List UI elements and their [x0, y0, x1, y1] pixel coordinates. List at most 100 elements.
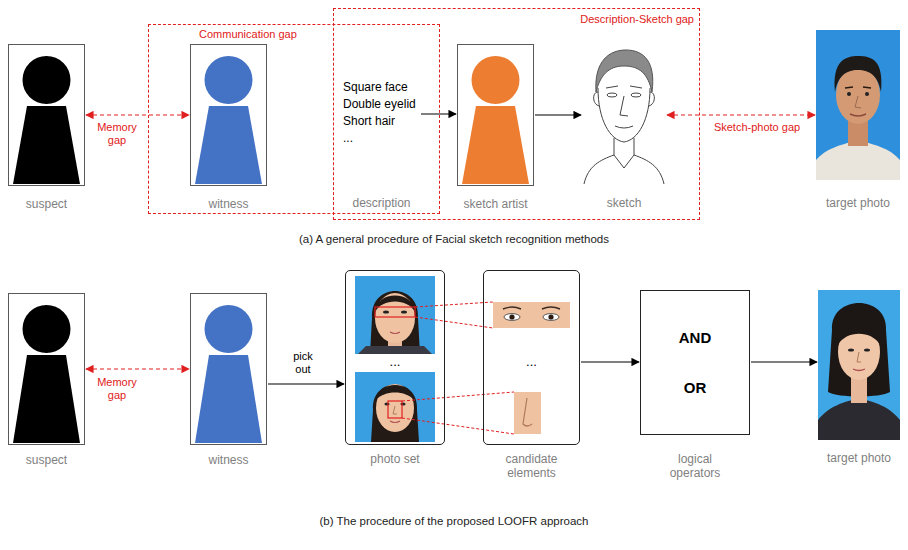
pencil-sketch-part [614, 155, 634, 168]
gap-arrow [667, 114, 815, 115]
operator-box: ANDORlogical operators [640, 290, 750, 435]
portrait-photo-part [371, 385, 419, 443]
pencil-sketch-part [598, 88, 650, 142]
photo-image: target photo [818, 290, 900, 440]
suspect-icon-part [13, 355, 80, 443]
portrait-photo-part [390, 421, 400, 423]
caption-label: description [352, 196, 410, 210]
portrait-photo [818, 290, 900, 440]
figure-box: sketch artist [457, 44, 534, 186]
suspect-icon-part [23, 305, 71, 353]
eye-crop-part [509, 314, 514, 319]
suspect-icon-part [23, 56, 71, 104]
flow-arrow [268, 383, 344, 384]
caption-label: target photo [826, 196, 890, 210]
portrait-photo [355, 372, 435, 442]
suspect-icon-part [13, 106, 80, 184]
figure-box: witness [190, 44, 267, 186]
portrait-photo-part [835, 56, 882, 92]
description-line: Short hair [343, 114, 395, 128]
caption-label: sketch [607, 196, 642, 210]
portrait-photo-part [865, 92, 869, 96]
operator-text: OR [684, 379, 707, 397]
witness-icon-part [205, 305, 253, 353]
eye-crop-part [504, 314, 520, 321]
portrait-photo-part [376, 385, 414, 400]
artist-icon [462, 56, 529, 184]
portrait-photo-part [816, 30, 900, 180]
caption-label: suspect [26, 453, 67, 467]
figure-caption: (a) A general procedure of Facial sketch… [0, 233, 908, 247]
pencil-sketch-part [584, 155, 614, 184]
portrait-photo-part [358, 346, 432, 354]
pencil-sketch-part [596, 50, 653, 92]
witness-icon-part [205, 56, 253, 104]
eye-crop-part [503, 307, 560, 309]
portrait-photo-part [375, 293, 415, 343]
flow-arrow [751, 361, 817, 362]
pencil-sketch-part [607, 93, 617, 97]
portrait-photo [816, 30, 900, 180]
caption-label: target photo [827, 451, 891, 465]
portrait-photo-part [355, 372, 435, 442]
portrait-photo-part [400, 403, 405, 406]
caption-label: candidate elements [496, 452, 568, 481]
gap-arrow [86, 368, 189, 369]
sketch-image: sketch [582, 44, 666, 186]
edge-label: Memory gap [92, 121, 142, 147]
pencil-sketch-part [649, 92, 654, 106]
zoom-leader-part [402, 392, 514, 401]
photo-set-box: ...photo set [345, 270, 445, 445]
suspect-icon [13, 56, 80, 184]
pencil-sketch [584, 50, 664, 184]
caption-label: witness [208, 453, 248, 467]
portrait-photo-part [375, 307, 415, 317]
caption-label: suspect [26, 197, 67, 211]
pencil-sketch-part [606, 86, 618, 88]
pencil-sketch-part [631, 93, 641, 97]
witness-icon [195, 305, 262, 443]
description-text: Square faceDouble eyelidShort hair...des… [343, 80, 420, 148]
portrait-photo-part [864, 348, 870, 351]
caption-label: witness [208, 197, 248, 211]
pencil-sketch-part [614, 138, 615, 155]
figure-box: suspect [8, 293, 85, 445]
portrait-photo-part [816, 142, 900, 180]
portrait-photo-part [848, 348, 854, 351]
flow-arrow [581, 361, 639, 362]
suspect-icon [13, 305, 80, 443]
portrait-photo-part [370, 291, 420, 354]
elements-box: ...candidate elements [483, 270, 580, 445]
gap-arrow [86, 114, 189, 115]
figure-box: witness [190, 293, 267, 445]
eye-crop [493, 302, 570, 328]
portrait-photo-part [384, 403, 389, 406]
portrait-photo-part [838, 323, 880, 345]
caption-label: photo set [370, 452, 419, 466]
zoom-leader [402, 302, 514, 434]
portrait-photo-part [355, 276, 435, 354]
portrait-photo-part [857, 352, 861, 362]
portrait-photo-part [390, 332, 400, 334]
pencil-sketch-part [630, 86, 642, 88]
zoom-leader-part [415, 302, 493, 307]
portrait-photo-part [376, 384, 414, 432]
portrait-photo-part [375, 296, 415, 313]
portrait-photo-part [383, 310, 389, 313]
portrait-photo-part [853, 369, 865, 371]
flow-arrow [535, 114, 581, 115]
portrait-photo-part [847, 92, 851, 96]
eye-crop-part [493, 302, 570, 328]
ellipsis: ... [526, 354, 537, 370]
portrait-photo-part [818, 400, 900, 440]
portrait-photo-part [850, 114, 866, 116]
description-line: Double eyelid [343, 97, 416, 111]
portrait-photo-part [388, 401, 402, 418]
eye-crop-part [548, 314, 553, 319]
operator-text: AND [679, 329, 712, 347]
eye-crop-part [543, 314, 559, 321]
pencil-sketch-part [620, 96, 628, 116]
